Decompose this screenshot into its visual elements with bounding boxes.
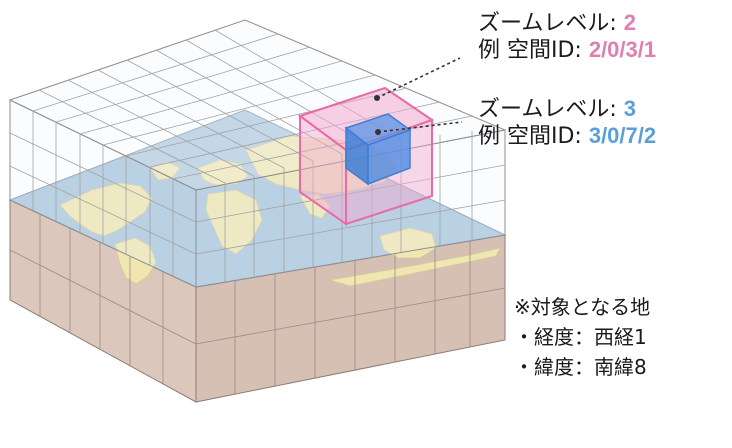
spatial-id-3-prefix: 例 空間ID: [478,124,589,149]
continent-africa [205,189,263,255]
zoom-level-3-cube [344,113,412,186]
continent-australia [379,227,437,259]
blue-cube-right [367,128,411,186]
spatial-id-3-line: 例 空間ID: 3/0/7/2 [478,123,656,150]
note-latitude: ・緯度：南緯8 [514,355,647,379]
continent-south-asia [299,193,331,219]
leader-line-level-3 [377,121,463,133]
target-area-notes: ※対象となる地 ・経度：西経1 ・緯度：南緯8 [514,292,732,382]
zoom-level-2-line: ズームレベル: 2 [478,10,656,37]
spatial-id-3-value: 3/0/7/2 [588,123,657,148]
underground-grid [9,215,506,394]
zoom-level-3-line: ズームレベル: 3 [478,96,656,123]
continent-antarctica [329,247,501,287]
continent-greenland [149,161,181,181]
zoom-level-2-value: 2 [623,10,636,35]
leader-dot-level-2 [374,95,380,101]
zoom-level-3-label: ズームレベル: 3 例 空間ID: 3/0/7/2 [478,96,656,150]
spatial-id-2-prefix: 例 空間ID: [478,38,589,63]
spatial-id-2-line: 例 空間ID: 2/0/3/1 [478,37,656,64]
leader-lines [376,57,463,133]
leader-dot-level-3 [375,129,381,135]
zoom-level-3-prefix: ズームレベル: [478,97,624,122]
leader-line-level-2 [376,57,461,99]
note-longitude: ・経度：西経1 [514,325,647,349]
continent-south-america [114,237,157,285]
zoom-level-2-label: ズームレベル: 2 例 空間ID: 2/0/3/1 [478,10,656,64]
zoom-level-2-prefix: ズームレベル: [478,11,624,36]
spatial-id-2-value: 2/0/3/1 [588,37,657,62]
note-target-area: ※対象となる地 [514,295,651,319]
zoom-level-3-value: 3 [623,96,636,121]
